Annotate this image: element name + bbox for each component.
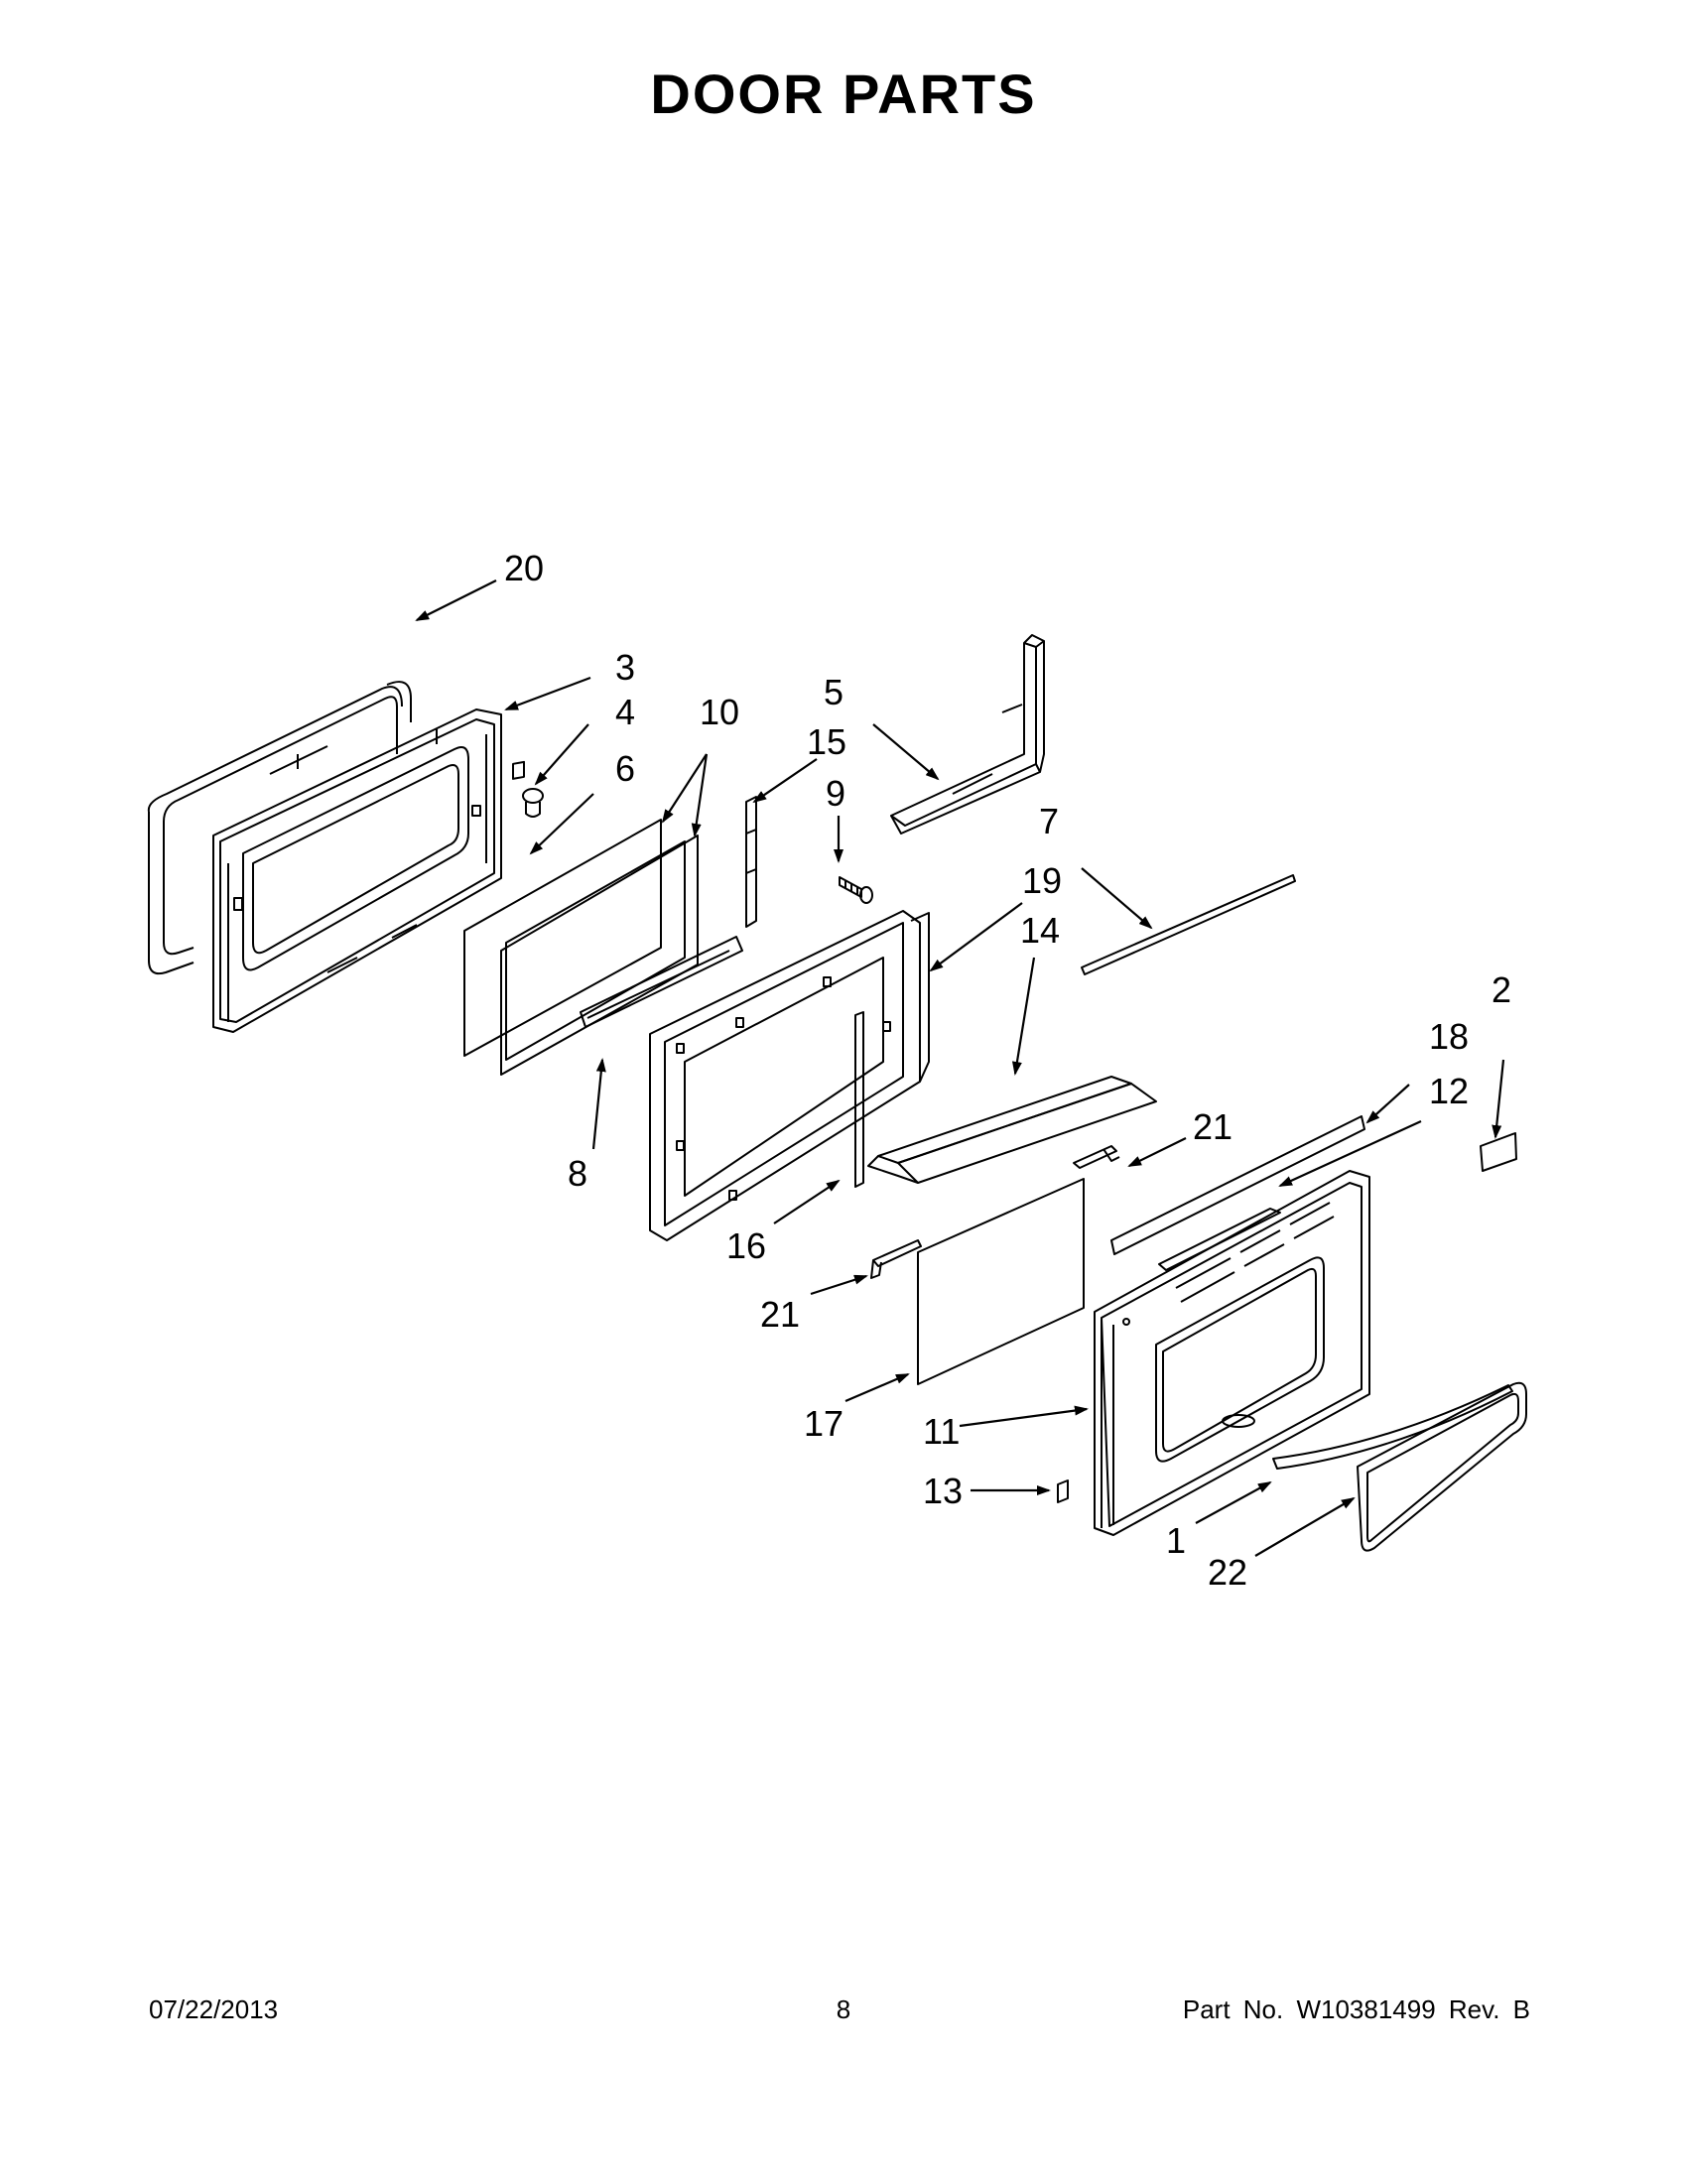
callout-9: 9 <box>826 773 845 814</box>
callout-17: 17 <box>804 1403 844 1444</box>
bumper-part <box>1057 1479 1069 1503</box>
callout-5: 5 <box>824 672 844 712</box>
vent-trim-part <box>1110 1115 1365 1255</box>
glass-bracket-part <box>580 936 743 1028</box>
inner-door-liner-part <box>212 708 502 1033</box>
callout-19: 19 <box>1022 860 1062 901</box>
callout-21-upper: 21 <box>1193 1106 1233 1147</box>
label-part <box>1480 1132 1517 1172</box>
clip-lower-part <box>870 1239 922 1279</box>
outer-door-panel-part <box>1094 1170 1370 1536</box>
spacer-part <box>512 760 525 780</box>
side-channel-part <box>854 1011 864 1188</box>
callout-1: 1 <box>1166 1520 1186 1561</box>
glass-pack-frame-part <box>649 910 930 1241</box>
inner-glass-part <box>463 819 699 1076</box>
callout-3: 3 <box>615 647 635 688</box>
callout-16: 16 <box>726 1225 766 1266</box>
callout-20: 20 <box>504 548 544 588</box>
callout-21-lower: 21 <box>760 1294 800 1335</box>
glass-retainer-part <box>745 796 757 928</box>
callout-4: 4 <box>615 692 635 732</box>
door-insulation-part <box>890 634 1045 835</box>
footer-page-number: 8 <box>836 1994 851 2024</box>
screw-part <box>839 876 873 904</box>
callout-10: 10 <box>700 692 739 732</box>
door-gasket-part <box>147 686 403 975</box>
clip-upper-part <box>1073 1145 1120 1169</box>
callout-14: 14 <box>1020 910 1060 951</box>
callout-11: 11 <box>923 1411 960 1452</box>
callout-13: 13 <box>923 1471 963 1511</box>
callout-15: 15 <box>807 721 846 762</box>
callout-22: 22 <box>1208 1552 1247 1593</box>
callout-7: 7 <box>1039 801 1059 841</box>
door-baffle-part <box>867 1076 1157 1184</box>
outer-glass-part <box>917 1178 1085 1385</box>
door-handle-part <box>1272 1384 1513 1470</box>
vent-part <box>1158 1208 1281 1271</box>
callout-12: 12 <box>1429 1071 1469 1111</box>
page-title: DOOR PARTS <box>650 63 1037 125</box>
trim-part <box>1081 874 1296 975</box>
window-trim-part <box>1357 1381 1527 1552</box>
door-stop-part <box>522 788 544 818</box>
footer-date: 07/22/2013 <box>149 1994 279 2024</box>
callout-18: 18 <box>1429 1016 1469 1057</box>
callout-2: 2 <box>1492 969 1511 1010</box>
footer-part-number: Part No. W10381499 Rev. B <box>1182 1994 1530 2024</box>
callout-8: 8 <box>568 1153 587 1194</box>
callout-6: 6 <box>615 748 635 789</box>
